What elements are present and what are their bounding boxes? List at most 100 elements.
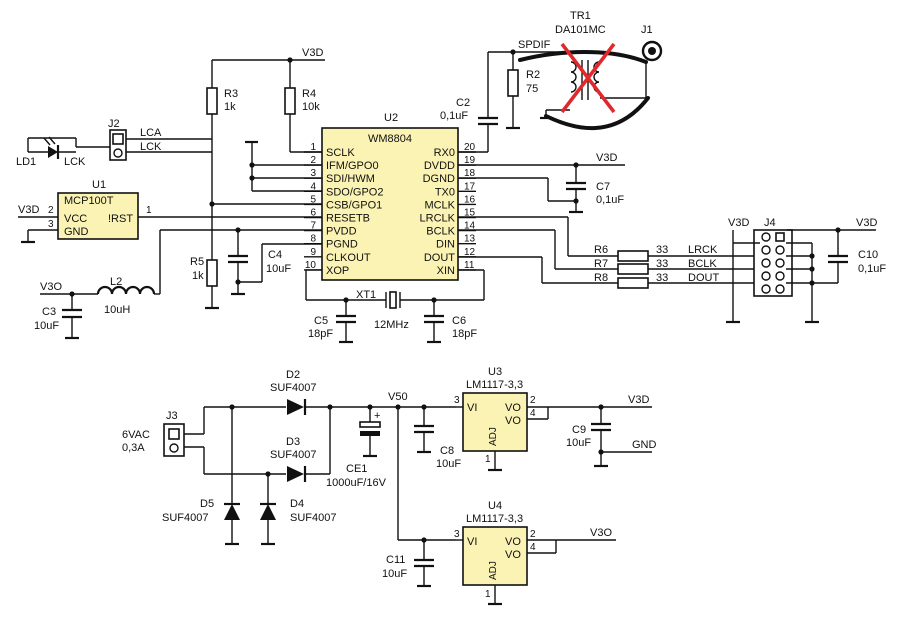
regulator-u3: U3 LM1117-3,3 VI VO VO ADJ 3 2 4 1 V3D [454,366,652,472]
u2-pin-number: 19 [464,155,476,166]
i2s-wiring [458,216,618,284]
c8-val: 10uF [436,458,461,470]
u3-vo2: VO [505,415,521,427]
u2-gpio-bus [245,140,322,192]
j4-ref: J4 [764,217,776,229]
connector-j4: J4 V3D V3D [726,217,877,324]
bridge-rectifier: D2 SUF4007 D3 SUF4007 D5 SUF4007 D4 SUF4… [162,369,336,546]
c8-ref: C8 [440,445,454,457]
xt1-val: 12MHz [374,319,409,331]
j4-pin [761,284,771,294]
spdif-label: SPDIF [518,39,551,51]
u3-pin3: 3 [454,395,460,406]
lrck-label: LRCK [688,244,718,256]
j4-pin [761,245,771,255]
u4-vo1: VO [505,536,521,548]
u1-ref: U1 [92,179,106,191]
r6-ref: R6 [594,244,608,256]
c6-ref: C6 [452,315,466,327]
capacitor-c8: C8 10uF [414,407,461,470]
u2-pin-name: PVDD [326,226,357,238]
u3-pin1: 1 [485,454,491,465]
j4-pin [775,258,785,268]
ce1-plus: + [374,410,380,422]
u4-adj: ADJ [488,561,499,580]
ce1-ref: CE1 [346,463,367,475]
u2-pin-number: 7 [310,221,316,232]
dvdd-network: V3D C7 0,1uF [458,152,625,214]
u2-pin-name: SCLK [326,147,355,159]
d3-ref: D3 [286,436,300,448]
v3d-top-label: V3D [302,47,323,59]
j3-i: 0,3A [122,442,145,454]
u2-pin-name: XIN [437,265,455,277]
capacitor-ce1: + CE1 1000uF/16V [326,407,387,489]
u3-vi: VI [467,402,477,414]
u1-pin1: 1 [146,205,152,216]
r8-ref: R8 [594,272,608,284]
j4-pin [761,258,771,268]
dout-label: DOUT [688,272,719,284]
u2-pin-number: 3 [310,168,316,179]
j4-pin-square [775,232,785,242]
bclk-label: BCLK [688,258,717,270]
ld1-ref: LD1 [16,156,36,168]
resistor-r7: R7 33 BCLK [594,258,760,275]
u2-pin-name: SDI/HWM [326,173,375,185]
c10-val: 0,1uF [858,263,886,275]
diode-d5-icon [224,504,240,520]
j4-pin [761,271,771,281]
u1-part: MCP100T [64,195,114,207]
u3-pin4: 4 [530,408,536,419]
u3-v3d: V3D [628,394,649,406]
lck-label: LCK [140,141,162,153]
j4-pin [775,245,785,255]
led-triangle-icon [48,146,58,158]
c9-ref: C9 [572,424,586,436]
u2-part: WM8804 [368,133,412,145]
diode-d2-icon [287,399,304,415]
u2-ref: U2 [384,112,398,124]
j2-ref: J2 [108,118,120,130]
capacitor-c9: GND C9 10uF [566,404,657,468]
v3o-left-label: V3O [40,281,62,293]
d3-part: SUF4007 [270,449,316,461]
u1-pin2: 2 [48,205,54,216]
resistor-r3: R3 1k [206,87,238,260]
v50-rail: V50 [330,391,456,541]
c9-val: 10uF [566,437,591,449]
u4-vo2: VO [505,549,521,561]
tr1-ref: TR1 [570,10,591,22]
u4-v3o: V3O [590,527,612,539]
j3-v: 6VAC [122,429,150,441]
u3-pin2: 2 [530,395,536,406]
u2-pin-number: 4 [310,181,316,192]
u4-pin3: 3 [454,529,460,540]
regulator-u4: U4 LM1117-3,3 VI VO VO ADJ 3 2 4 1 V3O [454,500,616,606]
u2-pin-number: 13 [464,234,476,245]
u2-pin-name: TX0 [435,186,455,198]
diode-d3-icon [287,466,304,482]
r6-val: 33 [656,244,668,256]
c6-val: 18pF [452,328,477,340]
d5-ref: D5 [200,498,214,510]
led-ld1: LD1 LCK [16,136,110,168]
r3-val: 1k [224,101,236,113]
lca-label: LCA [140,127,162,139]
u1-v3d: V3D [18,204,39,216]
d4-part: SUF4007 [290,512,336,524]
c11-ref: C11 [386,554,405,566]
u4-ref: U4 [488,500,502,512]
capacitor-c11: C11 10uF [382,537,434,588]
u2-pin-number: 17 [464,181,476,192]
u3-ref: U3 [488,366,502,378]
ic-u1: U1 MCP100T VCC GND !RST V3D 2 3 1 [18,179,322,244]
u2-pin-number: 14 [464,221,476,232]
c5-ref: C5 [314,315,328,327]
diode-d4-icon [260,504,276,520]
c11-val: 10uF [382,568,407,580]
u4-pin2: 2 [530,529,536,540]
u4-pin1: 1 [485,589,491,600]
u2-pin-name: BCLK [426,226,455,238]
